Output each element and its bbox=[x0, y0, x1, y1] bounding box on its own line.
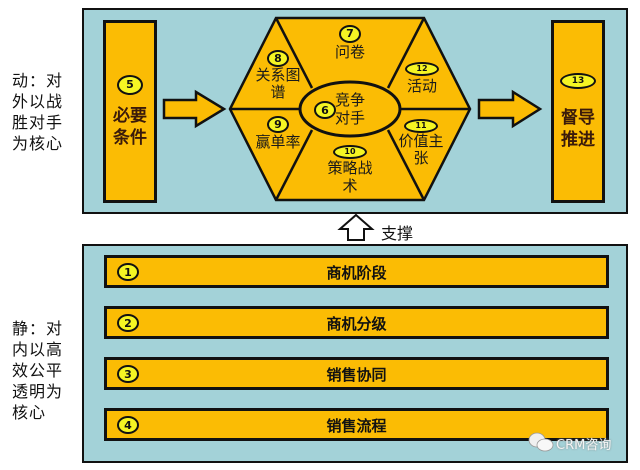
block-label: 督导 bbox=[561, 107, 595, 128]
segment-label: 术 bbox=[342, 176, 358, 195]
step-badge-2: 2 bbox=[117, 314, 139, 332]
block-label: 条件 bbox=[113, 127, 147, 148]
step-badge-9: 9 bbox=[267, 116, 289, 133]
step-badge-6: 6 bbox=[314, 101, 336, 119]
segment-relationship-map: 8 关系图 谱 bbox=[246, 47, 310, 101]
step-badge-13: 13 bbox=[560, 72, 596, 89]
layer-opportunity-grading: 2 商机分级 bbox=[104, 306, 609, 339]
layer-sales-process: 4 销售流程 bbox=[104, 408, 609, 441]
segment-label: 策略战 bbox=[327, 158, 373, 177]
arrow-right-icon bbox=[477, 89, 543, 129]
center-label: 对手 bbox=[334, 109, 365, 127]
segment-label: 活动 bbox=[406, 76, 437, 95]
segment-activities: 12 活动 bbox=[390, 56, 454, 96]
step-badge-3: 3 bbox=[117, 365, 139, 383]
step-badge-1: 1 bbox=[117, 263, 139, 281]
block-label: 必要 bbox=[113, 105, 147, 126]
segment-value-proposition: 11 价值主 张 bbox=[388, 113, 454, 167]
layer-opportunity-stage: 1 商机阶段 bbox=[104, 255, 609, 288]
label-line: 内以高 bbox=[12, 340, 64, 359]
label-line: 外以战 bbox=[12, 92, 64, 111]
step-badge-11: 11 bbox=[404, 118, 438, 133]
label-line: 效公平 bbox=[12, 361, 64, 380]
step-badge-4: 4 bbox=[117, 416, 139, 434]
supervise-advance-block: 13 督导 推进 bbox=[551, 20, 605, 203]
label-line: 为核心 bbox=[12, 134, 64, 153]
competitor-center bbox=[298, 80, 402, 138]
center-label: 竞争 bbox=[334, 91, 365, 109]
support-label: 支撑 bbox=[381, 224, 414, 243]
label-line: 静：对 bbox=[12, 319, 64, 338]
segment-label: 关系图 bbox=[255, 66, 301, 84]
step-badge-7: 7 bbox=[339, 24, 361, 43]
block-label: 推进 bbox=[561, 129, 595, 150]
segment-label: 问卷 bbox=[334, 42, 365, 61]
center-competitor-label: 竞争 对手 bbox=[325, 91, 375, 127]
step-badge-5: 5 bbox=[117, 74, 143, 95]
segment-label: 价值主 bbox=[398, 131, 444, 150]
label-line: 动：对 bbox=[12, 71, 64, 90]
label-line: 胜对手 bbox=[12, 113, 64, 132]
dynamic-side-label: 动：对 外以战 胜对手 为核心 bbox=[12, 70, 78, 154]
layer-label: 商机分级 bbox=[326, 315, 387, 333]
step-badge-8: 8 bbox=[267, 50, 289, 67]
step-badge-10: 10 bbox=[333, 144, 367, 159]
layer-label: 销售流程 bbox=[326, 417, 387, 435]
support-arrow-icon bbox=[337, 213, 375, 241]
segment-label: 赢单率 bbox=[255, 133, 301, 151]
segment-label: 张 bbox=[413, 148, 429, 167]
necessary-conditions-block: 5 必要 条件 bbox=[103, 20, 157, 203]
label-line: 透明为 bbox=[12, 382, 64, 401]
segment-label: 谱 bbox=[270, 83, 286, 101]
layer-label: 销售协同 bbox=[326, 366, 387, 384]
segment-strategy-tactics: 10 策略战 术 bbox=[315, 139, 385, 195]
static-panel: 1 商机阶段 2 商机分级 3 销售协同 4 销售流程 bbox=[82, 244, 628, 463]
segment-win-rate: 9 赢单率 bbox=[246, 113, 310, 151]
step-badge-12: 12 bbox=[405, 61, 439, 76]
layer-label: 商机阶段 bbox=[326, 264, 387, 282]
label-line: 核心 bbox=[12, 403, 47, 422]
arrow-right-icon bbox=[162, 89, 227, 129]
static-side-label: 静：对 内以高 效公平 透明为 核心 bbox=[12, 318, 78, 423]
segment-questionnaire: 7 问卷 bbox=[320, 22, 380, 61]
watermark-text: CRM咨询 bbox=[556, 438, 612, 453]
layer-sales-collaboration: 3 销售协同 bbox=[104, 357, 609, 390]
wechat-icon bbox=[528, 432, 554, 452]
